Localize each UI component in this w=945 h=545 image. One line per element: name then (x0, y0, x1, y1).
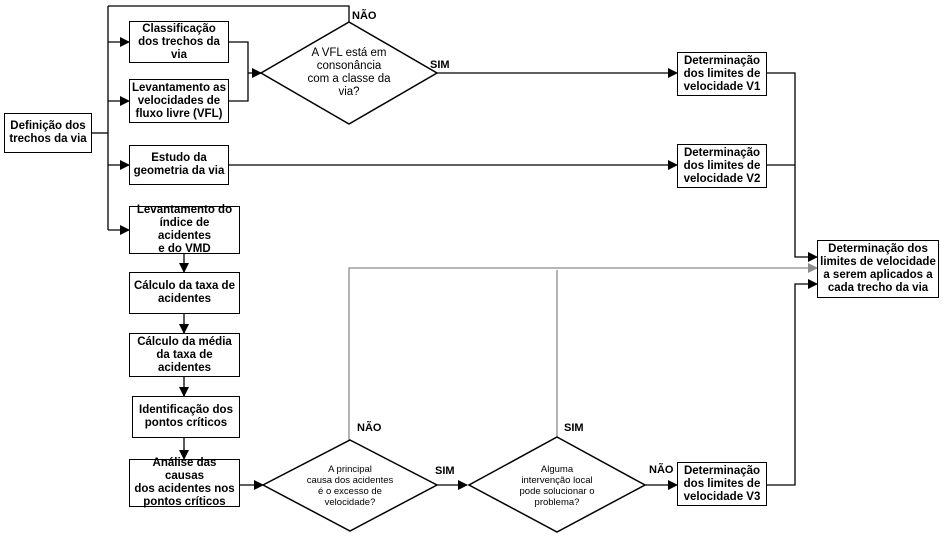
label-sim-causa: SIM (435, 465, 455, 477)
label-nao-causa: NÃO (357, 422, 382, 434)
decision-vfl-text: A VFL está em consonância com a classe d… (307, 47, 391, 98)
node-levantamento-vfl: Levantamento as velocidades de fluxo liv… (129, 79, 229, 123)
node-identificacao-pontos: Identificação dos pontos críticos (132, 396, 240, 438)
node-estudo-geometria: Estudo da geometria da via (129, 145, 229, 185)
decision-causa-diamond (261, 439, 439, 532)
node-levantamento-acidentes: Levantamento do índice de acidentes e do… (129, 204, 240, 255)
decision-intervencao-text: Alguma intervenção local pode solucionar… (519, 464, 595, 508)
label-nao-intervencao: NÃO (649, 464, 674, 476)
decision-vfl-diamond (259, 21, 439, 125)
node-limites-v1: Determinação dos limites de velocidade V… (677, 52, 767, 96)
node-calculo-taxa: Cálculo da taxa de acidentes (129, 272, 240, 314)
label-sim-intervencao: SIM (564, 422, 584, 434)
node-limites-final: Determinação dos limites de velocidade a… (817, 240, 939, 298)
label-sim-vfl: SIM (430, 59, 450, 71)
node-limites-v3: Determinação dos limites de velocidade V… (677, 462, 767, 506)
decision-causa-text: A principal causa dos acidentes é o exce… (306, 464, 394, 508)
label-nao-vfl: NÃO (352, 10, 377, 22)
node-limites-v2: Determinação dos limites de velocidade V… (677, 144, 767, 188)
node-analise-causas: Análise das causas dos acidentes nos pon… (129, 457, 240, 508)
decision-intervencao-diamond (467, 436, 647, 533)
node-classificacao: Classificação dos trechos da via (129, 21, 229, 63)
edge-nao-feedback (348, 263, 818, 440)
edge-nao-loop (108, 5, 350, 22)
node-calculo-media: Cálculo da média da taxa de acidentes (129, 333, 240, 377)
node-definicao-trechos: Definição dos trechos da via (4, 113, 92, 153)
